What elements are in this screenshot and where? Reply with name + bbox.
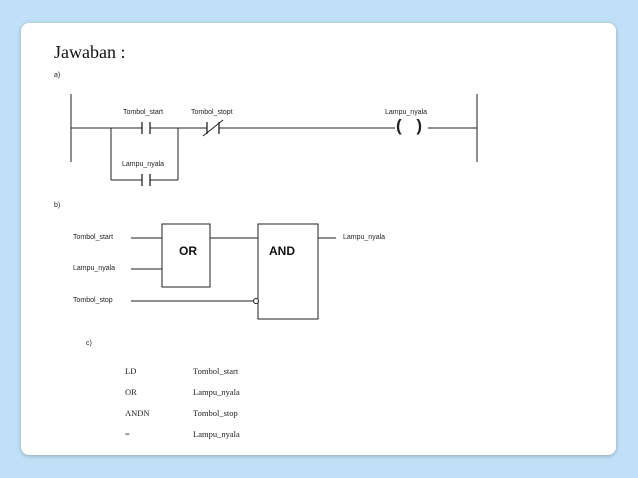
and-gate-box [257, 223, 319, 320]
label-input-start: Tombol_start [73, 234, 114, 241]
label-contact-start: Tombol_start [123, 109, 164, 116]
part-c-label: c) [86, 340, 92, 347]
label-input-hold: Lampu_nyala [73, 265, 116, 272]
ladder-diagram [70, 94, 478, 186]
part-a-label: a) [54, 72, 61, 79]
or-gate-box [161, 223, 211, 288]
and-gate-label: AND [269, 244, 295, 258]
il-operand: Tombol_start [193, 366, 239, 376]
logic-diagram [131, 223, 336, 320]
negation-bubble [253, 298, 259, 304]
il-operand: Lampu_nyala [193, 387, 240, 397]
slide: Jawaban : a) b) c) [21, 23, 616, 455]
il-op: OR [125, 387, 137, 397]
il-operand: Lampu_nyala [193, 429, 240, 439]
coil-symbol: ( ) [395, 116, 429, 136]
label-input-stop: Tombol_stop [73, 297, 113, 304]
or-gate-label: OR [179, 244, 197, 258]
diagram-canvas [70, 94, 478, 320]
slide-heading: Jawaban : [54, 42, 126, 62]
label-coil: Lampu_nyala [385, 109, 428, 116]
il-op: LD [125, 366, 137, 376]
label-output: Lampu_nyala [343, 234, 386, 241]
label-contact-hold: Lampu_nyala [122, 161, 165, 168]
part-b-label: b) [54, 202, 61, 209]
il-operand: Tombol_stop [193, 408, 238, 418]
contact-stop-slash [202, 119, 224, 137]
label-contact-stop: Tombol_stopt [191, 109, 233, 116]
il-op: = [125, 429, 130, 439]
il-op: ANDN [125, 408, 150, 418]
